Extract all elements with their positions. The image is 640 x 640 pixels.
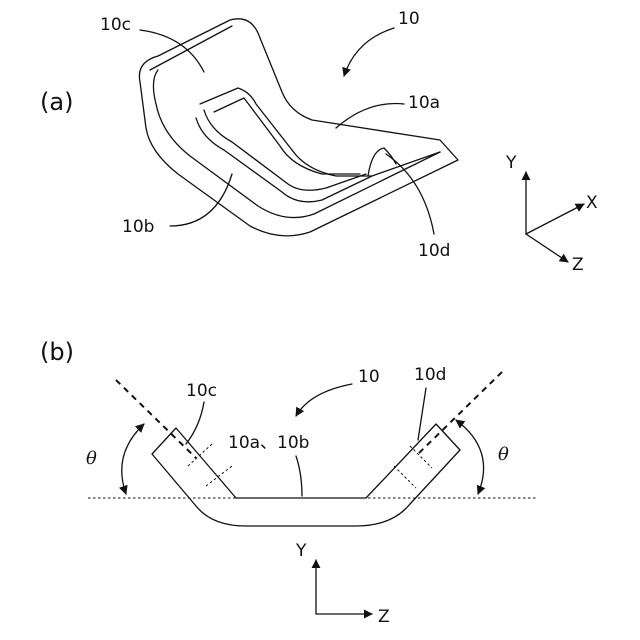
panel-a-label: (a) [40,88,73,116]
leader-10d-a [386,154,434,234]
recess-inner [196,118,372,202]
panel-a: (a) 10c 10 10a 10b 10d [40,9,598,275]
y-axis-label-b: Y [295,541,307,561]
leader-10c-a [140,30,204,72]
flange-edge [153,70,440,218]
label-faces-b: 10a、10b [228,433,309,453]
leader-10b-a [170,174,232,226]
leader-10a-a [336,104,404,129]
label-10d-a: 10d [418,241,450,261]
label-10-b: 10 [358,367,380,387]
recess-groove [214,98,360,174]
label-10-a: 10 [398,9,420,29]
break-line-right-1 [394,466,416,488]
label-10d-b: 10d [414,365,446,385]
angle-arc-right [456,420,484,494]
label-10c-a: 10c [100,15,131,35]
break-line-left-2 [206,466,232,486]
theta-right: θ [498,444,509,465]
flange-ridge [150,26,232,70]
x-axis-label-a: X [586,193,598,213]
angle-arc-left [122,424,144,494]
axes-b: Y Z [295,541,390,627]
leader-10c-b [186,402,204,444]
leader-10-b [296,384,352,416]
y-axis-label-a: Y [505,153,517,173]
dashed-line-left [116,380,196,458]
label-10b-a: 10b [122,217,154,237]
break-line-left-1 [188,444,212,466]
panel-b: (b) θ θ 10c 10d 10 10a、10b Y Z [40,338,538,627]
z-axis-label-a: Z [572,255,584,275]
label-10c-b: 10c [186,381,217,401]
part-outline [139,19,458,236]
leader-10-a [344,28,394,76]
recess-groove-2 [204,110,366,190]
x-axis-arrow-a [526,204,584,234]
leader-10d-b [418,388,426,440]
axes-triad-a: Y X Z [505,153,598,275]
label-10a-a: 10a [408,93,440,113]
z-axis-arrow-a [526,234,568,262]
theta-left: θ [86,448,97,469]
leader-faces-b [296,456,302,496]
break-line-right-2 [410,446,432,468]
z-axis-label-b: Z [378,607,390,627]
panel-b-label: (b) [40,338,74,366]
bent-part-3d [139,19,458,236]
